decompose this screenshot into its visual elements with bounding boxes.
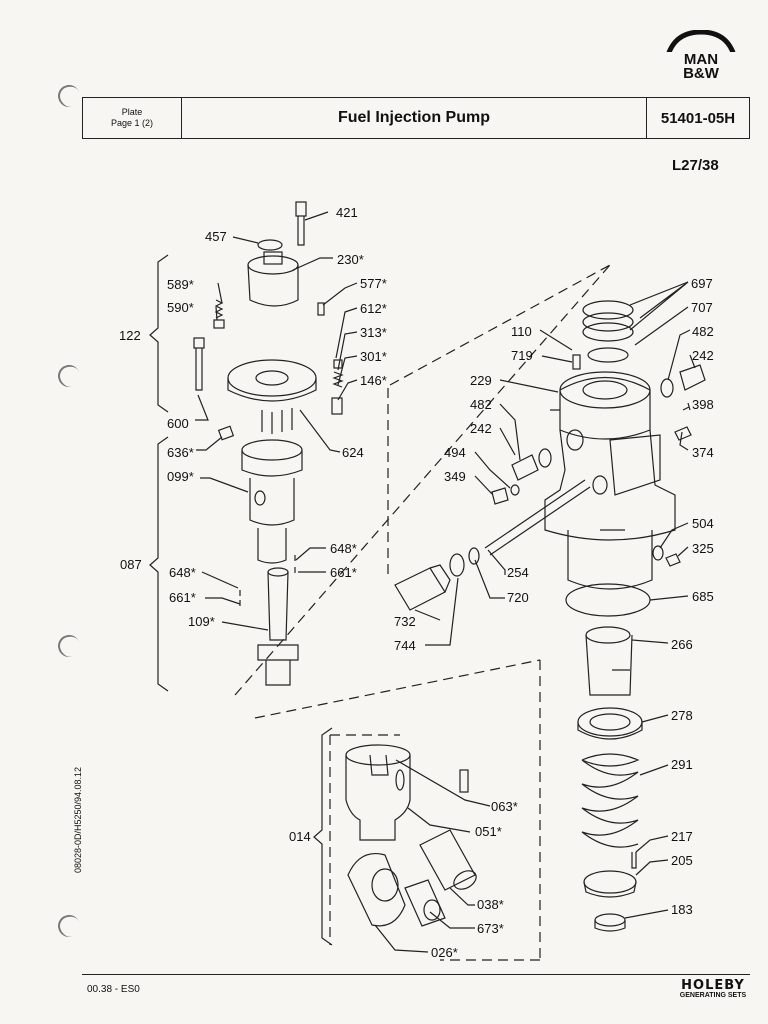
part-label-707: 707 bbox=[691, 300, 713, 315]
part-label-374: 374 bbox=[692, 445, 714, 460]
part-label-720: 720 bbox=[507, 590, 529, 605]
part-label-051: 051* bbox=[475, 824, 502, 839]
part-label-026: 026* bbox=[431, 945, 458, 960]
part-label-589: 589* bbox=[167, 277, 194, 292]
part-label-301: 301* bbox=[360, 349, 387, 364]
part-label-254: 254 bbox=[507, 565, 529, 580]
plate-cell: Plate Page 1 (2) bbox=[83, 98, 182, 138]
holeby-logo: HOLEBY GENERATING SETS bbox=[675, 978, 751, 1000]
plate-title: Fuel Injection Pump bbox=[337, 109, 490, 126]
drawing-reference: 08028-0D/H5250/94.08.12 bbox=[73, 766, 83, 874]
part-label-482-left: 482 bbox=[470, 397, 492, 412]
part-label-349: 349 bbox=[444, 469, 466, 484]
footer-divider bbox=[82, 974, 750, 975]
doc-code: 51401-05H bbox=[646, 98, 749, 138]
man-bw-logo: MAN B&W bbox=[661, 30, 741, 80]
footer-code: 00.38 - ES0 bbox=[87, 984, 140, 995]
part-label-205: 205 bbox=[671, 853, 693, 868]
part-label-266: 266 bbox=[671, 637, 693, 652]
page-label: Page 1 (2) bbox=[110, 118, 154, 128]
part-label-242-right: 242 bbox=[692, 348, 714, 363]
part-label-661-left: 661* bbox=[169, 590, 196, 605]
part-label-110: 110 bbox=[511, 324, 532, 339]
part-label-183: 183 bbox=[671, 902, 693, 917]
part-label-624: 624 bbox=[342, 445, 364, 460]
part-label-242-left: 242 bbox=[470, 421, 492, 436]
part-label-063: 063* bbox=[491, 799, 518, 814]
part-label-661-right: 661* bbox=[330, 565, 357, 580]
part-label-278: 278 bbox=[671, 708, 693, 723]
part-label-719: 719 bbox=[511, 348, 533, 363]
part-label-421: 421 bbox=[336, 205, 358, 220]
part-label-099: 099* bbox=[167, 469, 194, 484]
title-block: Plate Page 1 (2) Fuel Injection Pump 514… bbox=[82, 97, 750, 139]
part-label-504: 504 bbox=[692, 516, 714, 531]
part-label-685: 685 bbox=[692, 589, 714, 604]
holeby-logo-sub: GENERATING SETS bbox=[679, 992, 747, 999]
part-label-217: 217 bbox=[671, 829, 693, 844]
part-label-648-left: 648* bbox=[169, 565, 196, 580]
part-label-230: 230* bbox=[337, 252, 364, 267]
group-label-122: 122 bbox=[119, 328, 141, 343]
part-label-146: 146* bbox=[360, 373, 387, 388]
part-label-600: 600 bbox=[167, 416, 189, 431]
part-label-697: 697 bbox=[691, 276, 713, 291]
plate-label: Plate bbox=[121, 107, 143, 117]
part-label-038: 038* bbox=[477, 897, 504, 912]
holeby-logo-main: HOLEBY bbox=[681, 978, 745, 993]
part-label-648-right: 648* bbox=[330, 541, 357, 556]
part-label-744: 744 bbox=[394, 638, 416, 653]
group-label-014: 014 bbox=[289, 829, 311, 844]
part-label-673: 673* bbox=[477, 921, 504, 936]
part-label-636: 636* bbox=[167, 445, 194, 460]
part-label-109: 109* bbox=[188, 614, 215, 629]
part-label-229: 229 bbox=[470, 373, 492, 388]
part-label-325: 325 bbox=[692, 541, 714, 556]
part-label-577: 577* bbox=[360, 276, 387, 291]
part-label-457: 457 bbox=[205, 229, 227, 244]
engine-type: L27/38 bbox=[672, 157, 719, 174]
brand-line1: MAN bbox=[684, 51, 718, 68]
part-label-590: 590* bbox=[167, 300, 194, 315]
part-label-482-right: 482 bbox=[692, 324, 714, 339]
part-label-732: 732 bbox=[394, 614, 416, 629]
part-label-398: 398 bbox=[692, 397, 714, 412]
group-label-087: 087 bbox=[120, 557, 142, 572]
part-label-612: 612* bbox=[360, 301, 387, 316]
part-label-313: 313* bbox=[360, 325, 387, 340]
part-label-494: 494 bbox=[444, 445, 466, 460]
brand-line2: B&W bbox=[683, 65, 720, 80]
part-label-291: 291 bbox=[671, 757, 693, 772]
